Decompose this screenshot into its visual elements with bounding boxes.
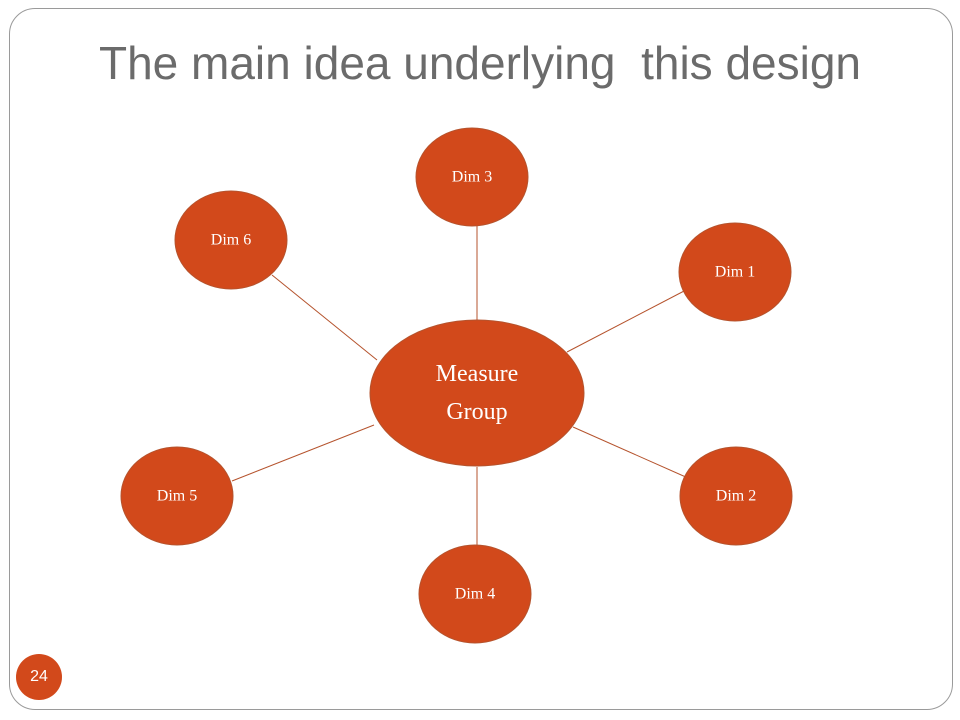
- edge-measure-dim5: [231, 424, 375, 482]
- node-label-dim1: Dim 1: [715, 264, 755, 281]
- node-label-dim4: Dim 4: [455, 586, 495, 603]
- node-measure-group: Measure Group: [369, 319, 585, 467]
- node-dim3: Dim 3: [415, 127, 529, 227]
- node-dim1: Dim 1: [678, 222, 792, 322]
- diagram-nodes: Dim 3 Dim 6 Dim 1 Dim 5 Dim 2 Dim 4: [120, 127, 793, 644]
- diagram-edges: [231, 223, 689, 547]
- edge-measure-dim6: [271, 274, 378, 361]
- node-label-dim6: Dim 6: [211, 232, 251, 249]
- slide-title: The main idea underlying this design: [98, 37, 861, 89]
- node-label-measure-line1: Measure: [436, 361, 519, 387]
- node-label-dim5: Dim 5: [157, 488, 197, 505]
- node-dim2: Dim 2: [679, 446, 793, 546]
- node-dim4: Dim 4: [418, 544, 532, 644]
- page-number-badge: 24: [16, 654, 62, 700]
- node-dim6: Dim 6: [174, 190, 288, 290]
- node-dim5: Dim 5: [120, 446, 234, 546]
- node-label-measure-line2: Group: [446, 399, 507, 425]
- edge-measure-dim2: [572, 426, 689, 479]
- node-label-dim2: Dim 2: [716, 488, 756, 505]
- node-label-dim3: Dim 3: [452, 169, 492, 186]
- edge-measure-dim1: [566, 289, 687, 353]
